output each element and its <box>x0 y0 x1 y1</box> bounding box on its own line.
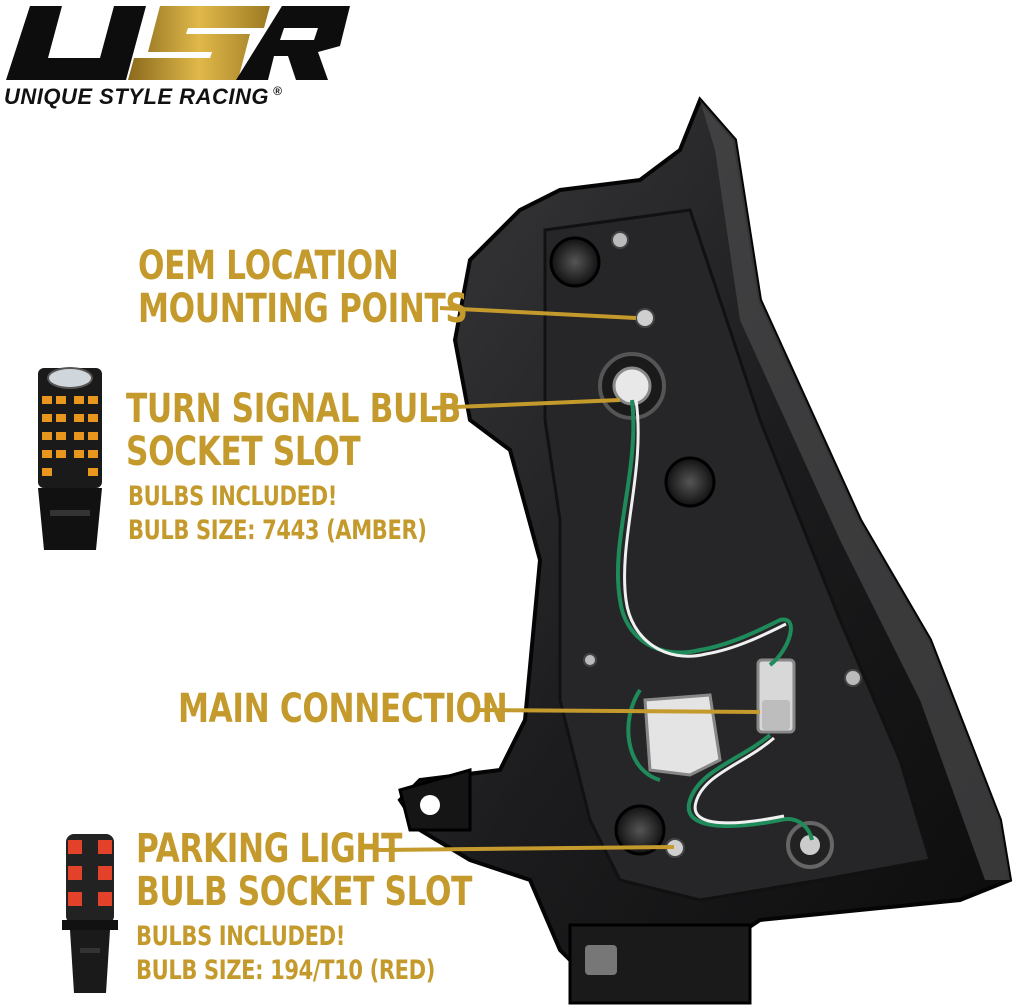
callout-oem-line2: MOUNTING POINTS <box>138 286 468 333</box>
callout-parking-notes: BULBS INCLUDED! BULB SIZE: 194/T10 (RED) <box>136 920 435 988</box>
callout-main-connection: MAIN CONNECTION <box>178 686 508 732</box>
callout-oem-line1: OEM LOCATION <box>138 243 399 289</box>
tagline-text: UNIQUE STYLE RACING <box>4 84 269 109</box>
callout-turn-notes: BULBS INCLUDED! BULB SIZE: 7443 (AMBER) <box>128 480 427 548</box>
callout-parking-note1: BULBS INCLUDED! <box>136 921 345 952</box>
callout-turn-note2: BULB SIZE: 7443 (AMBER) <box>128 514 427 546</box>
callout-turn-signal: TURN SIGNAL BULB SOCKET SLOT <box>126 386 461 476</box>
callout-parking-line2: BULB SOCKET SLOT <box>136 869 472 916</box>
usr-logo: UNIQUE STYLE RACING® <box>0 0 360 115</box>
callout-main-line1: MAIN CONNECTION <box>178 686 508 732</box>
callout-turn-note1: BULBS INCLUDED! <box>128 481 337 512</box>
registered-mark: ® <box>272 84 283 98</box>
red-194-bulb-image <box>62 834 118 993</box>
logo-tagline: UNIQUE STYLE RACING® <box>4 84 282 110</box>
callout-parking-light: PARKING LIGHT BULB SOCKET SLOT <box>136 826 472 916</box>
usr-logo-mark <box>6 6 350 80</box>
callout-parking-line1: PARKING LIGHT <box>136 826 402 872</box>
callout-oem-mounting: OEM LOCATION MOUNTING POINTS <box>138 243 468 333</box>
callout-turn-line2: SOCKET SLOT <box>126 429 361 476</box>
callout-turn-line1: TURN SIGNAL BULB <box>126 386 461 432</box>
callout-parking-note2: BULB SIZE: 194/T10 (RED) <box>136 954 436 986</box>
amber-7443-bulb-image <box>38 367 102 550</box>
